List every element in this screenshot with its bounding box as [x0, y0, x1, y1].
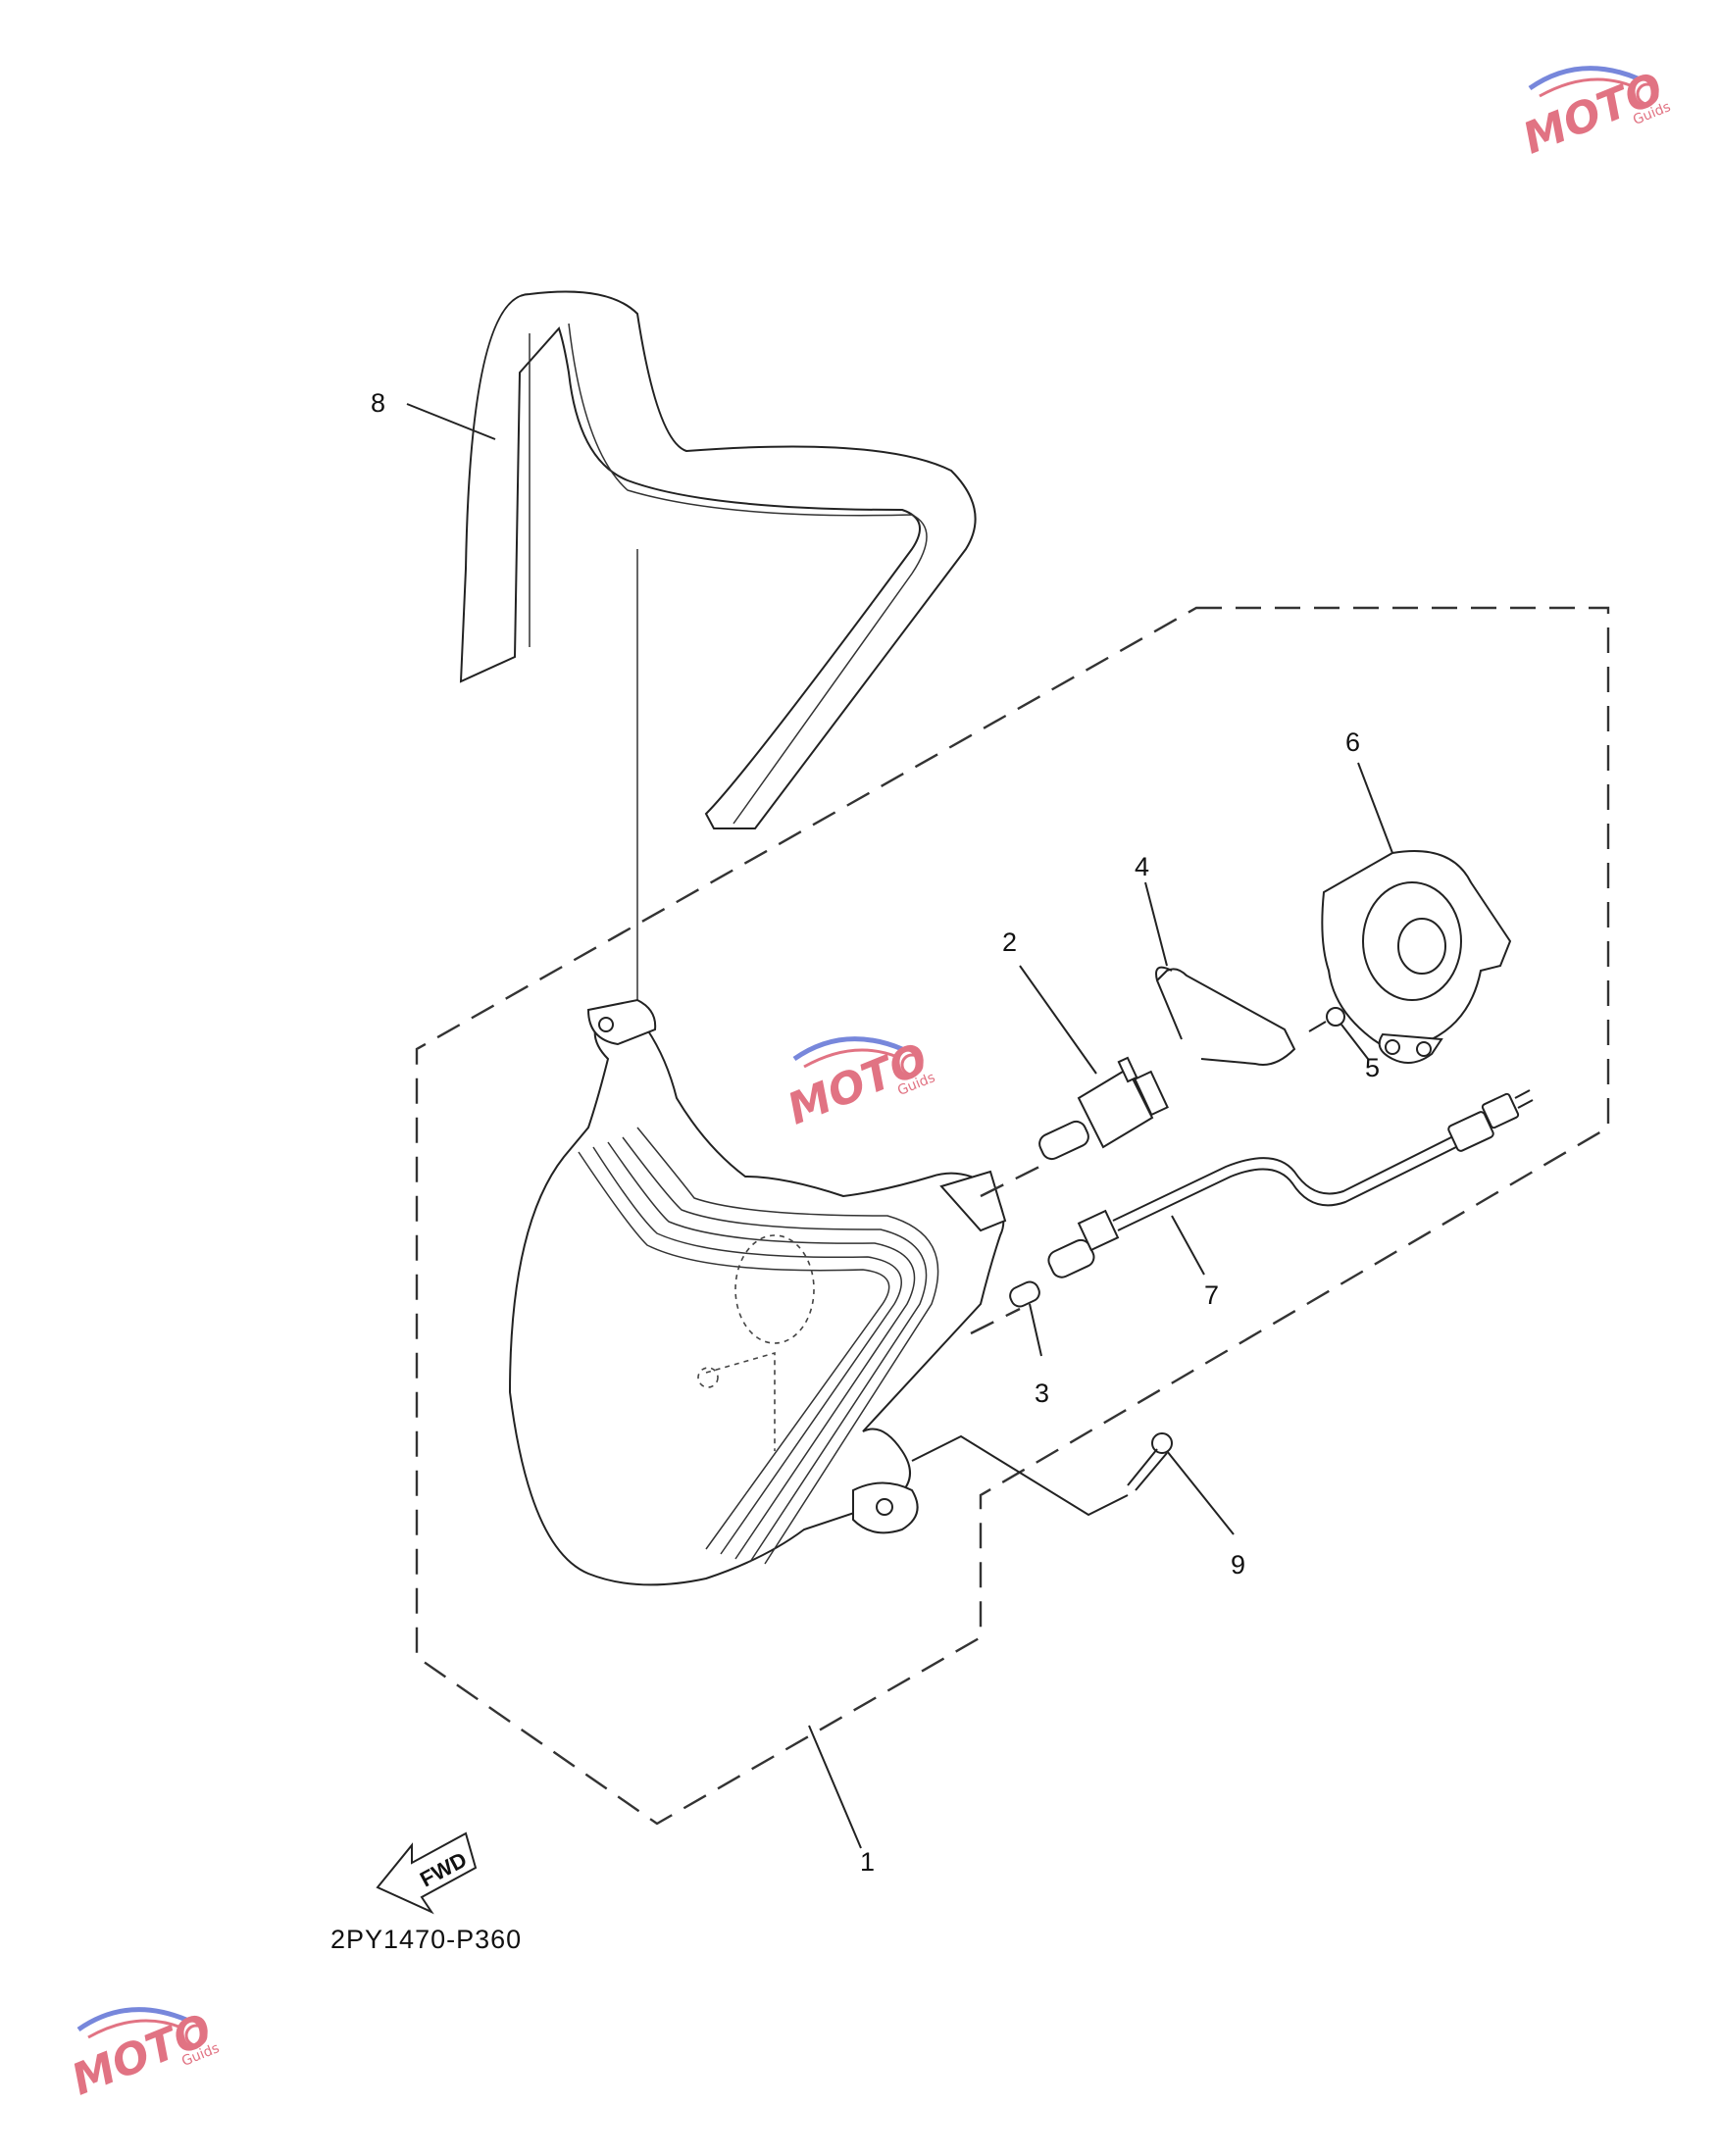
watermark-logo-top-right: MOTO Guids — [1516, 64, 1673, 165]
watermark-logo-bottom-left: MOTO Guids — [65, 2005, 222, 2106]
leader-2 — [1019, 965, 1097, 1075]
gear-icon — [900, 1053, 924, 1077]
part-3-position-bulb — [1009, 1280, 1040, 1308]
leader-1 — [808, 1725, 862, 1849]
callout-5: 5 — [1365, 1053, 1380, 1082]
leader-5 — [1340, 1024, 1369, 1060]
callout-4: 4 — [1135, 852, 1149, 881]
callout-3: 3 — [1035, 1379, 1049, 1408]
leader-3 — [1029, 1303, 1042, 1357]
leader-8 — [406, 403, 496, 440]
part-2-headlight-bulb — [1038, 1056, 1169, 1161]
part-8-trim-cover — [459, 290, 977, 829]
guide-line-3 — [970, 1307, 1021, 1335]
callout-9: 9 — [1231, 1550, 1245, 1579]
leader-7 — [1171, 1215, 1205, 1276]
callout-6: 6 — [1345, 727, 1360, 757]
leader-6 — [1357, 762, 1393, 854]
leader-bracket-9 — [911, 1434, 1129, 1517]
assembly-boundary — [415, 606, 1610, 1826]
part-1-headlight-assembly — [508, 998, 1007, 1586]
callout-8: 8 — [371, 388, 385, 418]
leader-9 — [1166, 1450, 1235, 1535]
callout-1: 1 — [860, 1847, 875, 1877]
part-7-socket-cord — [1047, 1089, 1534, 1279]
part-5-screw — [1308, 1007, 1345, 1032]
gear-icon — [1636, 82, 1659, 106]
part-6-socket-cover — [1321, 850, 1512, 1064]
leader-4 — [1144, 881, 1168, 967]
callout-7: 7 — [1204, 1280, 1219, 1310]
fwd-arrow-icon: FWD — [376, 1831, 478, 1915]
gear-icon — [184, 2024, 208, 2047]
watermark-logo-center: MOTO Guids — [781, 1034, 937, 1135]
part-4-spring-clip — [1155, 966, 1296, 1066]
callout-2: 2 — [1002, 928, 1017, 957]
diagram-code: 2PY1470-P360 — [330, 1925, 522, 1954]
part-9-tapping-screw — [1127, 1432, 1173, 1491]
guide-line-2 — [980, 1165, 1040, 1198]
